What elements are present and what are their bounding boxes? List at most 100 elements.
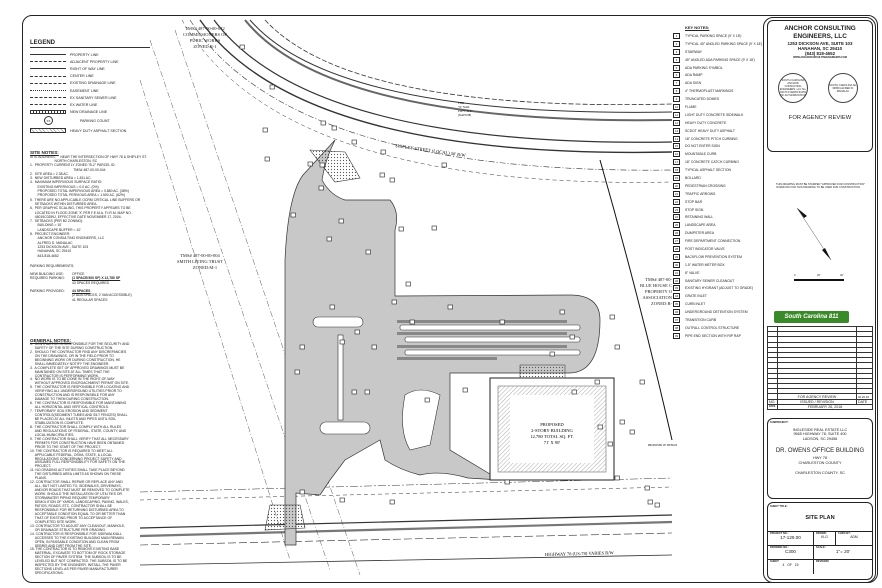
key-note-marker <box>647 499 653 505</box>
general-note-line: THE DISTURBED AREA LIMITS AS SHOWN ON TH… <box>30 472 122 477</box>
general-note-line: BE PLACED AT ALL INLETS AND PIPES UNTIL … <box>30 417 117 421</box>
proposed-building <box>489 364 615 481</box>
general-note-line: 7. TEMPORARY SOIL EROSION AND SEDIMENT <box>30 409 108 414</box>
parcel-nw-line: COMMISSIONERS OF <box>183 32 227 37</box>
key-note-marker <box>338 218 344 224</box>
line-swatch <box>30 61 66 63</box>
client-city: LADSON, SC 29456 <box>802 436 838 441</box>
key-note-marker <box>351 139 357 145</box>
date-label: DATE <box>767 403 778 411</box>
legend-item: PROPERTY LINE <box>30 51 165 58</box>
title-block: ANCHOR CONSULTING ENGINEERS, LLC 1253 DI… <box>763 17 876 583</box>
key-note-number: 10 <box>673 103 680 110</box>
key-note-number: 6 <box>673 72 680 79</box>
general-note-line: ALL HORIZONTAL AND VERTICAL CONTROLS. <box>30 405 110 410</box>
general-note-line: SAFETY OF THE SITE DURING CONSTRUCTION. <box>30 345 114 350</box>
general-note-line: LOCAL MUNICIPALITIES. <box>30 432 75 437</box>
key-note-marker <box>380 149 386 155</box>
parking-table: NEW BUILDING USE:OFFICE REQUIRED PARKING… <box>30 272 165 302</box>
subproject-label: SUBPROJECT: <box>770 421 789 424</box>
general-note-line: 4. NO WORK IS TO BE DONE IN THE RIGHT-OF… <box>30 377 115 382</box>
north-arrow-and-scale <box>796 207 832 261</box>
general-note-line: LEVELED BUT NOT COMPACTED. THE SUBSOIL I… <box>30 559 128 564</box>
engineer-seal: SOUTH CAROLINA No. 33659 ALFRED D. MANAL… <box>828 73 858 103</box>
parking-lot-pavement <box>284 139 601 546</box>
key-note-marker <box>594 379 600 385</box>
north-arrow-tail <box>822 248 831 260</box>
key-note-marker <box>354 329 360 335</box>
project-county: CHARLESTON COUNTY, SC <box>795 471 845 476</box>
key-notes-title: KEY NOTES: <box>685 25 710 30</box>
general-note-line: RESPONSIBLE FOR RETURNING DISTURBED AREA… <box>30 507 124 512</box>
key-note-marker <box>339 497 345 503</box>
key-note-label: 1.5" WATER METER BOX <box>685 262 725 267</box>
key-note-label: OUTFALL CONTROL STRUCTURE <box>685 325 740 330</box>
general-note-line: OR DRAINAGE STRUCTURE PER GRADING. <box>30 527 106 532</box>
key-note-label: TRAFFIC ARROWS <box>685 191 716 196</box>
general-note-line: PERMITS FOR CONSTRUCTION HAVE BEEN OBTAI… <box>30 440 125 445</box>
sheet-number: 4 OF 15 <box>782 563 799 567</box>
key-note-label: SANITARY SEWER CLEANOUT <box>685 278 735 283</box>
key-note-number: 12 <box>673 119 680 126</box>
client-info: INGLESIDE REAL ESTATE LLC 9565 HIGHWAY 7… <box>768 428 872 441</box>
general-note-line: DEBRIS AND DIRT FROM THE SITE. <box>30 543 92 548</box>
key-note-marker <box>329 304 335 310</box>
site-note-line: HANAHAN, SC 29410 <box>30 249 72 254</box>
drawing-no: C300 <box>785 549 796 554</box>
parcel-w-line: TMS# 487-00-00-004 <box>180 253 220 258</box>
company-phone: (843) 818-4652 <box>804 51 836 56</box>
general-note-line: PRIOR TO THE START OF THE PROJECT. <box>30 444 101 449</box>
general-note-line: ON THE DRAWINGS, OR IN THE FIELD PRIOR T… <box>30 353 114 358</box>
general-note-line: MAINTAINED ON SITE AT ALL TIMES THAT THE <box>30 369 110 374</box>
engineer-seal-text: SOUTH CAROLINA No. 33659 ALFRED D. MANAL… <box>829 83 857 93</box>
key-note-marker <box>262 127 268 133</box>
legend-label: HEAVY DUTY ASPHALT SECTION <box>70 128 127 133</box>
key-note-marker <box>629 429 635 435</box>
site-note-line: ALFRED D. MANALAC <box>30 240 73 245</box>
general-note-line: WITHOUT APPROVED ENCROACHMENT PERMIT ON … <box>30 381 130 386</box>
general-notes-title: GENERAL NOTES: <box>30 337 72 343</box>
checked-by: ADM <box>850 535 858 539</box>
general-note-line: DEMOLITION OF YARDS, LANDSCAPING, PAVING… <box>30 500 129 505</box>
general-note-line: 6. THE CONTRACTOR IS RESPONSIBLE FOR MAI… <box>30 401 127 406</box>
provided-value-2: (2 ADA SPACES, 2 VAN ACCESSIBLE) <box>72 293 132 298</box>
general-note-line: 12. CONTRACTOR SHALL REPAIR OR REPLACE A… <box>30 480 123 485</box>
key-note-label: FIRE DEPARTMENT CONNECTION <box>685 239 741 244</box>
provided-value-3: 41 REGULAR SPACES <box>72 297 108 302</box>
parcel-w-line: ZONED:M-1 <box>193 265 217 270</box>
site-note-line: 6. PER GRAPHIC SCALING, THIS PROPERTY AP… <box>30 206 131 211</box>
key-note-marker <box>447 304 453 310</box>
tbm-line: ELEV: 33.5' <box>458 110 472 113</box>
key-note-marker <box>441 162 447 168</box>
general-note-line: 3. A COMPLETE SET OF APPROVED DRAWINGS M… <box>30 365 125 370</box>
key-note-number: 16 <box>673 151 680 158</box>
key-note-number: 8 <box>673 88 680 95</box>
site-note-line: PROPOSED TOTAL PERVIOUS AREA = 1.500 AC.… <box>30 193 126 198</box>
site-note-line: 8. PROJECT ENGINEER: <box>30 232 71 237</box>
key-note-number: 34 <box>673 293 680 300</box>
line-swatch <box>30 54 66 56</box>
key-note-number: 37 <box>673 317 680 323</box>
shipley-street <box>181 19 673 183</box>
key-note-marker <box>405 281 411 287</box>
company-name: ANCHOR CONSULTING ENGINEERS, LLC <box>784 25 856 40</box>
key-note-marker <box>549 351 555 357</box>
general-note-line: ASSUMES FULL RESPONSIBILITY FOR SAFETY O… <box>30 460 126 465</box>
key-note-number: 35 <box>673 301 680 308</box>
key-note-markers <box>239 44 660 508</box>
parcel-e-line: PROPERTY O <box>645 289 673 294</box>
building-line: 12,780 TOTAL SQ. FT. <box>530 434 574 440</box>
key-note-label: PEDESTRIAN CROSSING <box>685 183 726 188</box>
